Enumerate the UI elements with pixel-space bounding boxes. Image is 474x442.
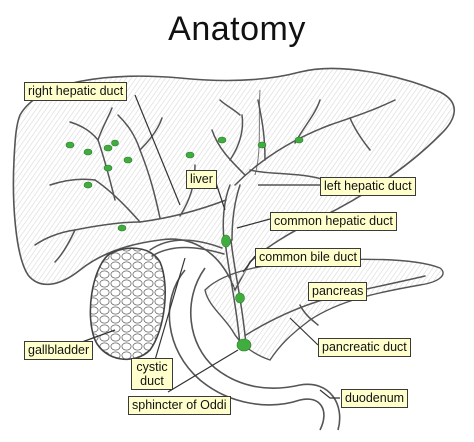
label-duodenum: duodenum [341, 389, 409, 408]
page-title: Anatomy [168, 10, 306, 48]
label-cystic-duct-line2: duct [140, 374, 164, 388]
label-liver: liver [186, 170, 217, 189]
biliary-tree [34, 99, 426, 346]
label-common-bile-duct: common bile duct [255, 248, 361, 267]
label-pancreatic-duct: pancreatic duct [318, 338, 411, 357]
label-pancreas: pancreas [308, 282, 368, 301]
label-right-hepatic-duct: right hepatic duct [24, 82, 128, 101]
label-sphincter-of-oddi: sphincter of Oddi [128, 396, 231, 415]
label-cystic-duct-line1: cystic [136, 360, 168, 374]
gallbladder-shape [89, 247, 166, 361]
label-cystic-duct: cystic duct [131, 358, 173, 390]
label-left-hepatic-duct: left hepatic duct [320, 177, 416, 196]
label-common-hepatic-duct: common hepatic duct [270, 212, 397, 231]
label-gallbladder: gallbladder [24, 341, 94, 360]
duct-nodes [65, 136, 304, 352]
duodenum-shape [168, 269, 325, 431]
